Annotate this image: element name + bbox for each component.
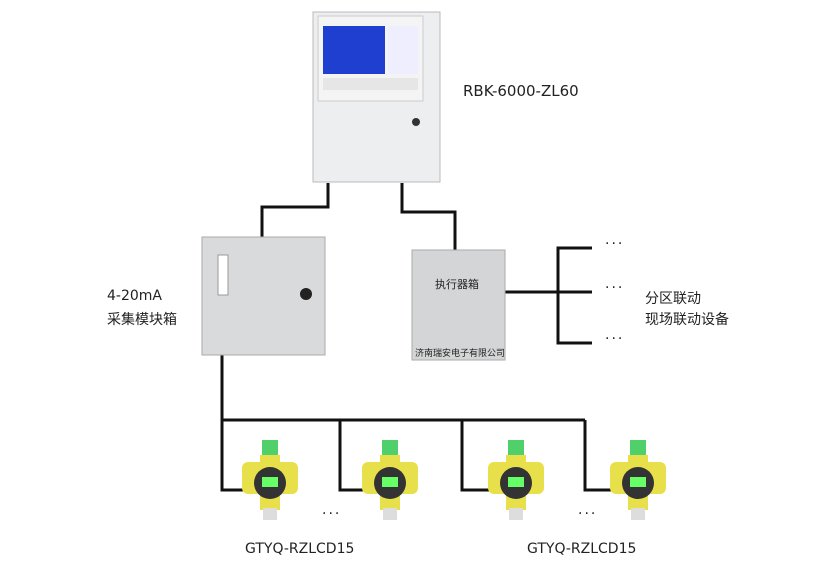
key-lock-icon bbox=[412, 118, 420, 126]
gas-detector bbox=[362, 440, 418, 520]
detector-model-left: GTYQ-RZLCD15 bbox=[245, 541, 355, 557]
gas-detector bbox=[242, 440, 298, 520]
linkage-label-line1: 分区联动 bbox=[645, 291, 701, 307]
linkage-dots: ··· bbox=[605, 236, 625, 252]
executor-title: 执行器箱 bbox=[435, 278, 479, 291]
linkage-label-line2: 现场联动设备 bbox=[645, 312, 729, 328]
detector-dots: ··· bbox=[322, 506, 342, 522]
module-box bbox=[201, 236, 326, 356]
controller-model-label: RBK-6000-ZL60 bbox=[463, 82, 579, 100]
linkage-dots: ··· bbox=[605, 280, 625, 296]
executor-box bbox=[411, 249, 506, 361]
wires bbox=[220, 183, 612, 492]
executor-maker: 济南瑞安电子有限公司 bbox=[415, 349, 506, 359]
gas-detector bbox=[610, 440, 666, 520]
gas-detector bbox=[488, 440, 544, 520]
controller-unit bbox=[312, 11, 441, 183]
linkage-dots: ··· bbox=[605, 331, 625, 347]
controller-screen bbox=[323, 26, 385, 74]
detector-model-right: GTYQ-RZLCD15 bbox=[527, 541, 637, 557]
detector-dots: ··· bbox=[578, 506, 598, 522]
module-label-line2: 采集模块箱 bbox=[107, 312, 177, 328]
detectors bbox=[242, 440, 666, 520]
module-label-line1: 4-20mA bbox=[107, 288, 162, 304]
knob-icon bbox=[300, 288, 312, 300]
